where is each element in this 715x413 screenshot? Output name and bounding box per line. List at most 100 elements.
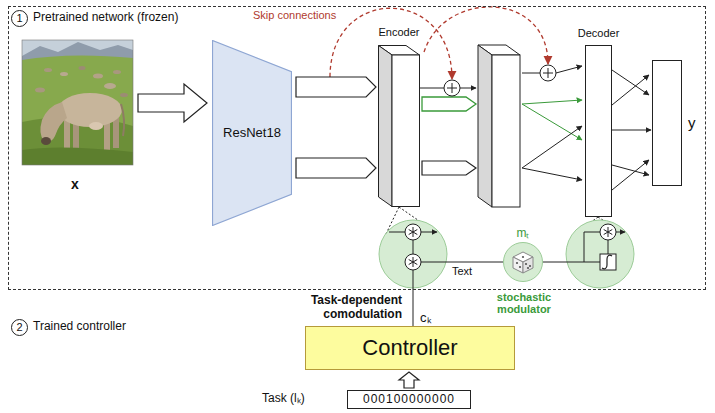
encoder-modulation-detail-part — [421, 262, 503, 263]
cow-photo-part — [22, 40, 133, 165]
sum-symbol-part — [444, 80, 460, 96]
feature-arrow — [296, 77, 376, 97]
feature-flow-part — [460, 88, 476, 89]
cow-photo-part-part — [35, 88, 45, 93]
decoder-modulation-detail-part — [584, 232, 600, 262]
cow-photo-part-part — [113, 70, 121, 74]
middle-block — [478, 45, 520, 207]
input-symbol: x — [71, 176, 79, 192]
feature-flow-part — [422, 161, 476, 175]
die-dot — [519, 266, 521, 268]
task-arrow — [399, 372, 419, 388]
modulator-symbol: mₜ — [517, 227, 530, 241]
decoder-modulation-detail-part — [604, 230, 613, 235]
feature-flow-part — [522, 100, 582, 104]
die-dot — [527, 267, 529, 269]
encoder-title: Encoder — [379, 26, 420, 39]
decoder-modulation-detail-part — [600, 254, 616, 270]
task-vector: 000100000000 — [347, 390, 471, 409]
feature-flow-part — [522, 168, 582, 180]
die-dot — [525, 263, 527, 265]
decoder-modulation-detail-part — [616, 232, 625, 233]
encoder-modulation-detail-part — [405, 224, 421, 240]
decoder-modulation-detail-part — [566, 220, 634, 288]
decoder-modulation-detail-part — [602, 255, 612, 269]
step-badge: 1 — [11, 10, 28, 27]
feature-flow-part — [422, 97, 476, 111]
die-face — [513, 257, 523, 273]
step-number: 1 — [16, 12, 22, 25]
die-icon — [513, 252, 533, 273]
sum-symbol — [444, 65, 556, 96]
cow-photo-part-part — [120, 93, 128, 97]
decoder-modulation-detail-part — [604, 230, 613, 235]
feature-flow-part — [612, 160, 649, 190]
cow-photo-part-part — [22, 55, 133, 165]
controller-label: Controller — [362, 335, 457, 360]
feature-flow-part — [522, 73, 540, 74]
step-number: 2 — [16, 321, 22, 334]
die-face — [523, 257, 533, 273]
backbone-name: ResNet18 — [223, 126, 281, 141]
middle-block-part — [478, 45, 492, 207]
decoder-modulation-detail-part — [600, 224, 616, 240]
encoder-modulation-detail-part — [413, 240, 414, 254]
decoder-block: Decoder — [585, 45, 612, 217]
feature-flow — [420, 66, 649, 190]
feature-flow-part — [522, 126, 582, 168]
die-dot — [522, 256, 524, 258]
output-arrow — [612, 130, 651, 131]
cow-photo-part-part — [44, 68, 52, 72]
modulator-caption: stochastic modulator — [478, 291, 570, 315]
block-side — [379, 46, 393, 207]
sum-symbol-part — [452, 83, 453, 93]
section-label: Trained controller — [33, 320, 126, 334]
feature-flow-part — [420, 88, 444, 89]
comodulation-symbol: cₖ — [420, 311, 432, 326]
encoder-modulation-detail-part — [413, 270, 414, 326]
sum-symbol-part — [540, 65, 556, 81]
decoder-title: Decoder — [578, 27, 620, 40]
feature-arrow — [296, 158, 376, 178]
feature-flow-part — [612, 70, 649, 95]
feature-flow-part — [612, 75, 649, 105]
middle-block-part — [492, 55, 520, 207]
cow-photo-part — [22, 40, 133, 165]
skip-label: Skip connections — [253, 9, 336, 22]
cow-photo-part-part — [22, 147, 133, 165]
cow-photo-part-part — [104, 83, 116, 89]
cow-photo-part-part — [40, 102, 67, 142]
cow-photo — [22, 40, 133, 165]
frozen-region: Pretrained network (frozen) 1ResNet18 Enco… — [8, 6, 706, 290]
cow-photo-part-part — [121, 104, 124, 136]
encoder-block: Encoder — [378, 45, 420, 207]
cow-photo-part-part — [41, 137, 51, 145]
sum-symbol-part — [548, 68, 549, 78]
comodulation-label: Task-dependent comodulation — [290, 293, 402, 321]
stochastic-modulator-outline — [504, 243, 542, 281]
task-label: Task (lₖ) — [262, 392, 305, 406]
cow-photo-part-part — [58, 93, 122, 127]
block-front — [392, 55, 420, 207]
region-title: Pretrained network (frozen) — [33, 11, 178, 25]
feature-flow-part — [612, 165, 649, 175]
cow-photo-part-part — [79, 66, 86, 70]
encoder-modulation-detail-part — [405, 254, 421, 270]
task-code: 000100000000 — [363, 393, 455, 407]
feature-flow-part — [522, 104, 582, 140]
cow-photo-part-part — [93, 74, 103, 79]
cow-photo-part-part — [60, 72, 68, 76]
connection-label: Text — [452, 265, 472, 278]
decoder-modulation-detail-part — [608, 240, 609, 254]
die-dot — [529, 265, 531, 267]
stochastic-modulator: mₜstochastic modulator — [503, 242, 543, 282]
decoder-modulation-detail — [543, 220, 634, 288]
trapezoid-shape — [213, 41, 292, 226]
output-symbol: y — [688, 114, 696, 131]
output-block: y — [652, 60, 682, 186]
encoder-modulation-detail-part — [409, 260, 418, 265]
encoder-block-outline — [378, 45, 420, 207]
die-dot — [516, 262, 518, 264]
